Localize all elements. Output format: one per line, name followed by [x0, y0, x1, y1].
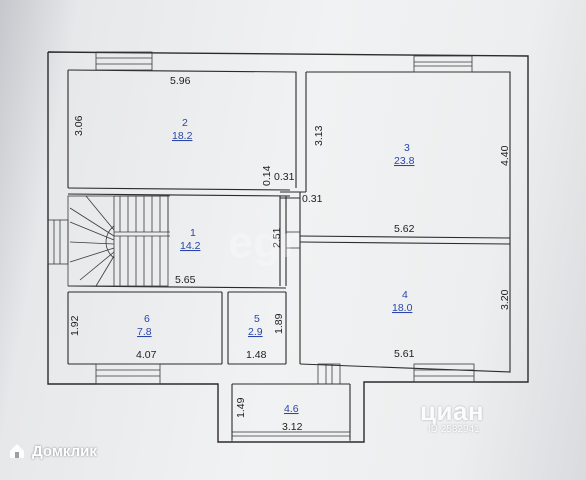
room-3-number: 3 [404, 142, 410, 154]
room-1-number: 1 [190, 227, 196, 239]
room-4-number: 4 [402, 289, 408, 301]
dim-room4-width: 5.61 [394, 348, 415, 360]
domclick-logo: Домклик [8, 442, 97, 460]
dim-porch-height: 1.49 [235, 397, 247, 418]
staircase [67, 195, 170, 287]
dim-wall-b: 0.31 [274, 171, 295, 183]
dim-room2-width: 5.96 [170, 75, 191, 87]
domclick-logo-text: Домклик [32, 442, 97, 460]
room-5-number: 5 [254, 313, 260, 325]
room-4-area: 18.0 [392, 302, 413, 314]
room-1-area: 14.2 [180, 240, 201, 252]
dim-porch-width: 3.12 [282, 421, 303, 433]
room-2-outline [67, 187, 291, 197]
dim-room1-width: 5.65 [175, 274, 196, 286]
dim-room4-height: 3.20 [499, 289, 511, 310]
dim-room3-height-right: 4.40 [499, 145, 511, 166]
dim-room2-height: 3.06 [73, 115, 85, 136]
door-marks [286, 231, 300, 249]
dim-room5-height: 1.89 [273, 313, 285, 334]
cian-logo-text: циан [420, 396, 485, 426]
dim-room6-height: 1.92 [69, 315, 81, 336]
dim-room3-height-left: 3.13 [313, 125, 325, 146]
room-3-4-outline [280, 72, 511, 364]
porch-area: 4.6 [284, 403, 299, 415]
room-5-area: 2.9 [248, 326, 263, 338]
windows [47, 51, 475, 443]
dim-wall-a: 0.14 [261, 165, 273, 186]
dim-room5-width: 1.48 [246, 349, 267, 361]
domclick-house-icon [10, 444, 24, 458]
room-1-outline [67, 196, 287, 293]
dim-room1-height: 2.51 [271, 227, 283, 248]
room-2-number: 2 [182, 117, 188, 129]
room-2-area: 18.2 [172, 130, 193, 142]
room-6-number: 6 [144, 313, 150, 325]
cian-logo: циан [420, 396, 484, 427]
dim-wall-c: 0.31 [302, 193, 323, 205]
center-watermark: egr [228, 218, 300, 267]
room-6-area: 7.8 [137, 326, 152, 338]
room-3-area: 23.8 [394, 155, 415, 167]
dim-room3-width: 5.62 [394, 223, 415, 235]
cian-id-label: ID 2582941 [428, 424, 480, 435]
dim-room6-width: 4.07 [136, 349, 157, 361]
